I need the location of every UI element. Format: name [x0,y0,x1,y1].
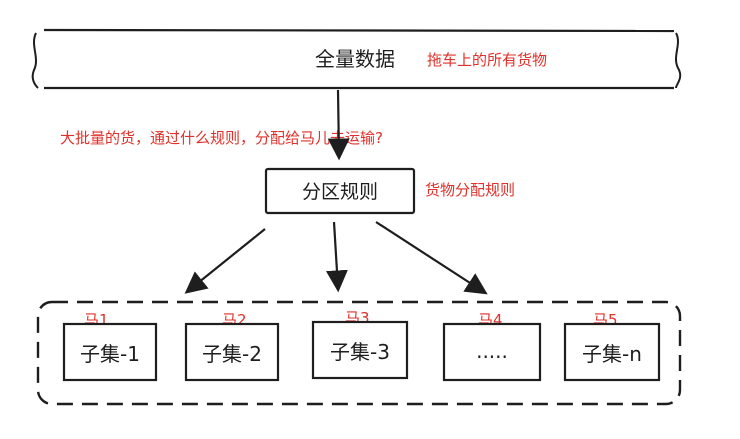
full-data-annotation: 拖车上的所有货物 [427,51,547,69]
subset-box-1 [62,322,158,382]
subset-label-5: 子集-n [582,342,642,366]
subset-label-4: ..... [476,339,508,363]
subset-label-3: 子集-3 [330,340,390,364]
rule-annotation: 货物分配规则 [425,181,515,199]
subset-box-3 [311,320,409,380]
left-wavy-edge [31,32,39,89]
arrow-to-rule [327,89,350,161]
subset-box-2 [184,322,280,382]
arrow-to-right-subset [375,221,488,295]
subset-box-5 [563,322,661,382]
question-annotation: 大批量的货，通过什么规则，分配给马儿去运输? [60,129,383,147]
subsets-container [36,300,682,406]
subset-label-1: 子集-1 [80,342,140,366]
arrow-to-middle-subset [325,221,348,293]
rule-label: 分区规则 [302,181,378,203]
arrow-to-left-subset [184,228,266,294]
subset-label-2: 子集-2 [202,342,262,366]
full-data-box: 全量数据 [31,28,682,90]
full-data-label: 全量数据 [315,47,395,71]
right-wavy-edge [675,32,682,89]
rule-box: 分区规则 [264,167,416,215]
subset-box-4 [442,322,542,382]
